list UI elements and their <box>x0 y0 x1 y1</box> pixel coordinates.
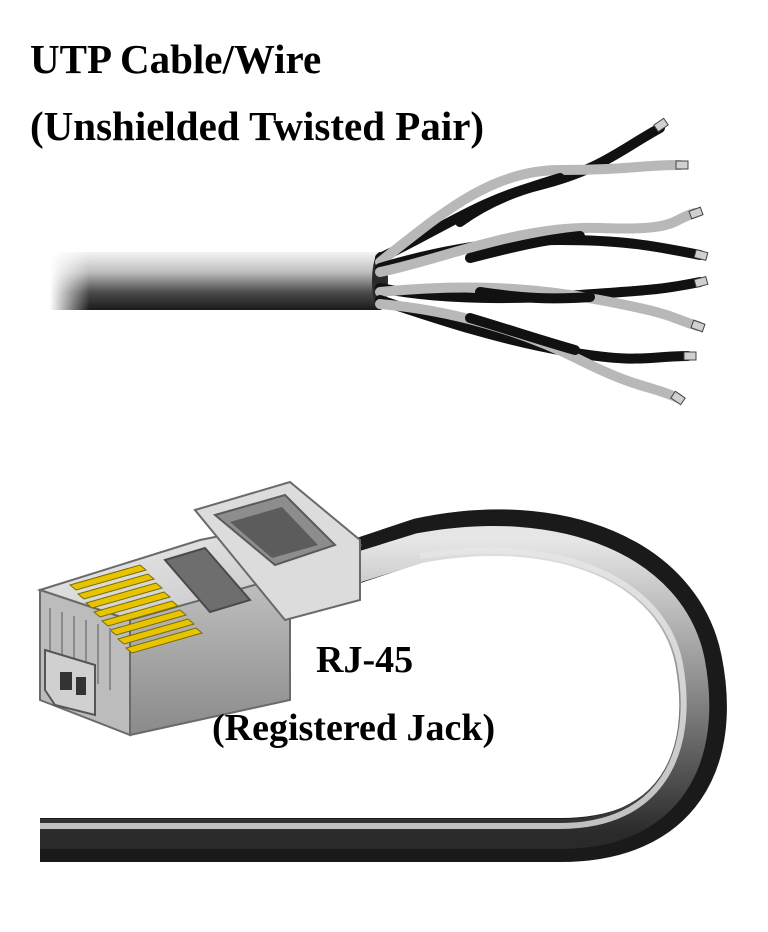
title-line-2: (Unshielded Twisted Pair) <box>30 103 485 149</box>
utp-cable <box>50 117 709 406</box>
connector-label: RJ-45 <box>316 639 414 681</box>
rj45-cable-loop <box>40 509 727 862</box>
twisted-pair-2 <box>375 208 705 277</box>
rj45-plug <box>36 480 363 737</box>
title-line-1: UTP Cable/Wire <box>30 36 322 82</box>
gold-contacts <box>68 564 204 654</box>
twisted-pair-3 <box>375 277 705 331</box>
connector-sublabel: (Registered Jack) <box>212 707 496 749</box>
wire-tips <box>653 117 709 406</box>
twisted-pair-1 <box>375 123 685 267</box>
twisted-pair-4 <box>375 295 693 403</box>
